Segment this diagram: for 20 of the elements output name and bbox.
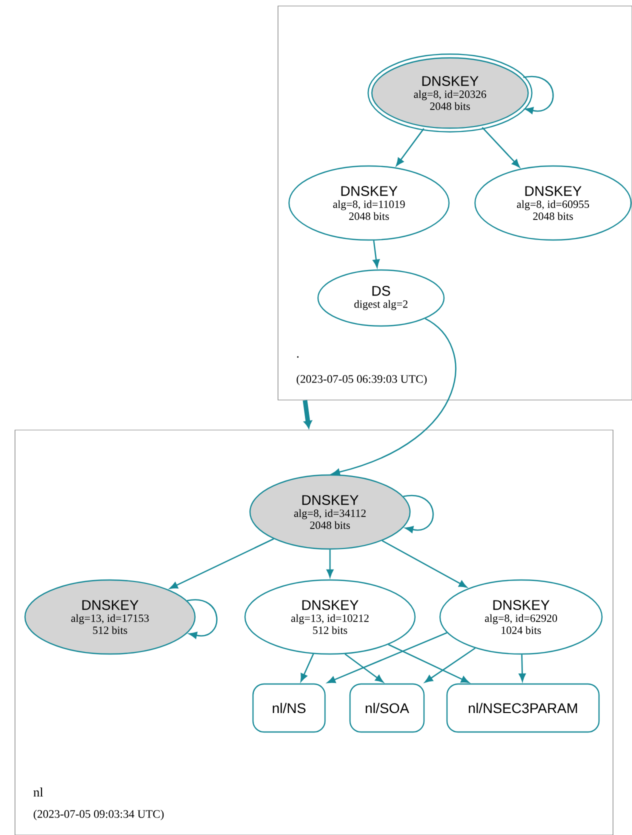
arrow bbox=[302, 400, 312, 428]
arrow bbox=[300, 654, 314, 682]
arrow bbox=[327, 632, 448, 684]
arrow bbox=[388, 644, 470, 683]
arrow bbox=[382, 540, 468, 588]
arrow bbox=[372, 240, 380, 268]
arrow bbox=[186, 599, 218, 639]
arrow bbox=[518, 654, 526, 682]
arrow bbox=[326, 550, 334, 578]
arrow bbox=[344, 654, 384, 683]
record-box: nl/SOA bbox=[349, 683, 425, 733]
arrow bbox=[424, 648, 476, 683]
arrow bbox=[523, 76, 554, 114]
arrow bbox=[482, 127, 520, 168]
record-box: nl/NS bbox=[252, 683, 326, 733]
arrow bbox=[332, 318, 456, 476]
record-box: nl/NSEC3PARAM bbox=[446, 683, 600, 733]
arrow bbox=[403, 494, 434, 533]
arrow bbox=[170, 538, 274, 589]
arrow bbox=[396, 128, 424, 166]
